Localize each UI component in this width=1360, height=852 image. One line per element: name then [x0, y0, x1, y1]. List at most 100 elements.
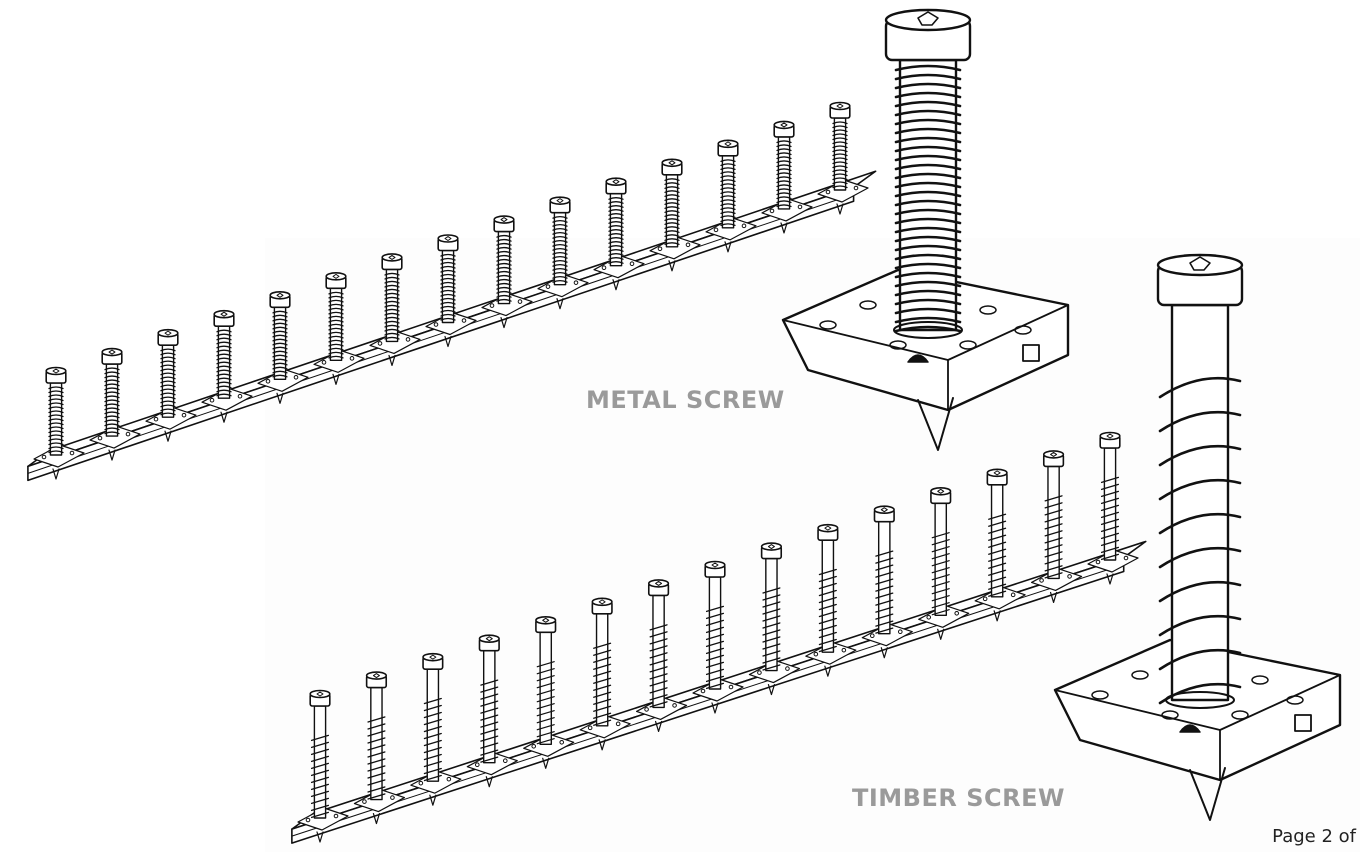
thread-ridge — [48, 406, 64, 410]
thread-ridge — [818, 645, 837, 653]
thread-ridge — [776, 164, 792, 168]
thread-ridge — [440, 285, 456, 289]
thread-ridge — [440, 261, 456, 265]
screw-tip — [372, 812, 381, 825]
seat-hole — [293, 374, 299, 380]
thread-ridge — [272, 342, 288, 346]
seat-hole — [446, 776, 452, 782]
thread-ridge — [480, 756, 499, 763]
thread-ridge — [328, 295, 344, 299]
screw-tip — [711, 702, 719, 714]
thread-ridge — [440, 277, 456, 281]
thread-ridge — [160, 404, 176, 408]
thread-ridge — [423, 767, 442, 775]
screw-head-top — [101, 347, 123, 357]
thread-ridge — [160, 368, 176, 372]
screw-head-top — [591, 597, 613, 607]
seat-hole — [657, 246, 663, 252]
plate-hole — [1231, 710, 1249, 720]
thread-ridge — [552, 279, 568, 283]
thread-ridge — [496, 246, 512, 250]
thread-ridge — [832, 173, 848, 177]
thread-ridge — [48, 422, 64, 426]
thread-ridge — [832, 125, 848, 129]
thread-ridge — [496, 234, 512, 238]
detail-thread — [894, 82, 962, 90]
thread-ridge — [367, 723, 386, 730]
thread-ridge — [310, 783, 330, 791]
thread-ridge — [931, 602, 950, 609]
thread-ridge — [649, 645, 668, 652]
thread-ridge — [552, 215, 568, 219]
plate-hole — [1091, 690, 1109, 700]
screw-head-top — [381, 253, 403, 262]
thread-ridge — [1100, 476, 1120, 484]
thread-ridge — [440, 297, 456, 301]
screw-head-top — [437, 234, 459, 243]
thread-ridge — [216, 373, 232, 377]
detail-thread — [1158, 444, 1242, 467]
detail-thread — [1158, 376, 1242, 399]
thread-ridge — [48, 434, 64, 438]
screw-head-top — [422, 652, 444, 662]
thread-ridge — [988, 541, 1007, 548]
thread-ridge — [423, 760, 442, 768]
thread-ridge — [104, 387, 120, 391]
plate-tab — [1022, 344, 1040, 362]
screw-tip — [316, 831, 324, 843]
detail-tip — [917, 397, 954, 451]
drive-recess — [767, 544, 775, 550]
screw-tip — [500, 316, 508, 329]
detail-thread — [894, 244, 962, 252]
thread-ridge — [988, 555, 1007, 562]
thread-ridge — [705, 626, 725, 634]
thread-ridge — [328, 323, 344, 327]
thread-ridge — [664, 222, 680, 225]
seat-hole — [321, 360, 327, 365]
thread-ridge — [160, 388, 176, 392]
thread-ridge — [216, 361, 232, 365]
thread-ridge — [496, 258, 512, 262]
thread-ridge — [1100, 539, 1120, 547]
thread-ridge — [552, 251, 568, 255]
thread-ridge — [988, 534, 1007, 541]
detail-thread — [894, 325, 962, 333]
drive-recess — [937, 488, 945, 494]
thread-ridge — [1044, 537, 1063, 544]
seat-hole — [209, 397, 215, 403]
thread-ridge — [720, 195, 736, 199]
seat-hole — [869, 633, 875, 639]
seat-hole — [433, 322, 439, 327]
thread-ridge — [536, 731, 555, 738]
screw-tip — [654, 720, 663, 733]
thread-ridge — [272, 362, 288, 366]
thread-ridge — [931, 595, 950, 602]
seat-hole — [926, 614, 932, 620]
detail-thread — [894, 307, 962, 315]
thread-ridge — [367, 751, 386, 758]
thread-ridge — [310, 734, 330, 742]
drive-recess — [429, 654, 437, 660]
thread-ridge — [496, 270, 512, 274]
thread-ridge — [988, 569, 1007, 576]
thread-ridge — [310, 769, 330, 777]
seat-hole — [237, 393, 243, 399]
thread-ridge — [272, 314, 288, 318]
thread-ridge — [776, 148, 792, 152]
thread-ridge — [832, 149, 848, 153]
screw-head-top — [717, 139, 739, 149]
thread-ridge — [762, 594, 781, 601]
thread-ridge — [818, 638, 837, 646]
seat-hole — [741, 223, 747, 229]
detail-thread — [894, 145, 962, 153]
detail-thread — [894, 118, 962, 126]
thread-ridge — [440, 269, 456, 273]
screw-head-top — [661, 158, 683, 168]
thread-ridge — [272, 334, 288, 338]
thread-ridge — [272, 370, 288, 374]
thread-ridge — [384, 312, 400, 316]
seat-hole — [954, 610, 960, 616]
thread-ridge — [705, 675, 725, 683]
thread-ridge — [664, 186, 680, 189]
